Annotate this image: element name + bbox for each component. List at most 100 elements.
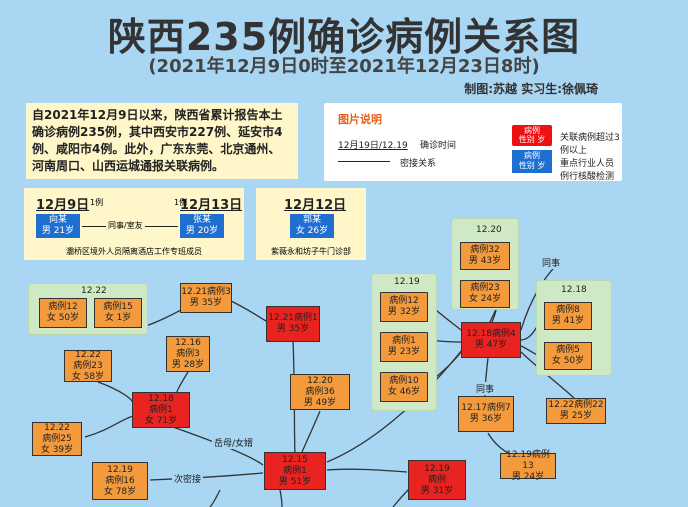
legend-date-sample: 12月19日/12.19: [338, 141, 408, 151]
card1-date-a: 12月9日: [36, 198, 90, 213]
case-info: 男 25岁: [559, 411, 593, 421]
case-date: 12.22: [75, 349, 101, 360]
case-name: 病例15: [103, 302, 133, 312]
case-name: 病例32: [470, 245, 500, 255]
legend-line-desc: 密接关系: [400, 159, 437, 169]
legend-blue-line2: 性别 岁: [518, 161, 546, 170]
case-info: 女 26岁: [295, 226, 329, 236]
case-name: 病例1: [149, 404, 173, 415]
case-name: 病例3: [176, 348, 200, 359]
case-name: 12.18病例4: [466, 329, 516, 339]
card2-footer: 紫薇永和坊子牛门诊部: [271, 247, 351, 256]
case-name: 病例10: [389, 376, 419, 386]
case-info: 女 50岁: [46, 313, 80, 323]
case-info: 男 21岁: [41, 226, 75, 236]
legend-red-box: 病例 性别 岁: [512, 125, 552, 146]
case-name: 张某: [192, 215, 211, 225]
card1-date-a-note: 1例: [90, 198, 104, 207]
label-colleague-2: 同事: [474, 382, 497, 395]
case-info: 男 36岁: [469, 414, 503, 424]
case-info: 男 28岁: [171, 359, 205, 370]
case-info: 男 49岁: [303, 397, 337, 408]
case-name: 病例23: [73, 360, 103, 371]
case-info: 男 23岁: [387, 347, 421, 357]
page-subtitle: (2021年12月9日0时至2021年12月23日8时): [148, 56, 540, 77]
case-name: 12.21病例3: [181, 287, 231, 297]
case-info: 女 71岁: [144, 415, 178, 426]
case-name: 12.22病例22: [548, 400, 604, 410]
case-name: 病例36: [305, 386, 335, 397]
case-name: 病例16: [105, 475, 135, 486]
legend-blue-box: 病例 性别 岁: [512, 150, 552, 173]
intro-text: 自2021年12月9日以来，陕西省累计报告本土确诊病例235例，其中西安市227…: [26, 103, 298, 179]
case-date: 12.19: [107, 464, 133, 475]
legend-blue-line1: 病例: [524, 151, 540, 160]
case-info: 男 41岁: [551, 316, 585, 326]
case-name: 病例1: [392, 336, 416, 346]
case-box-zhang: 张某 男 20岁: [180, 214, 224, 238]
case-box-guo: 郭某 女 26岁: [290, 214, 334, 238]
group-date: 12.18: [561, 285, 587, 295]
case-info: 男 24岁: [511, 471, 545, 482]
card1-footer: 灞桥区境外人员隔离酒店工作专班成员: [66, 247, 202, 256]
case-date: 12.18: [148, 393, 174, 404]
case-date: 12.16: [175, 337, 201, 348]
case-name: 病例25: [42, 433, 72, 444]
case-name: 病例1: [283, 465, 307, 476]
case-name: 12.17病例7: [461, 403, 511, 413]
case-name: 病例23: [470, 283, 500, 293]
case-info: 女 50岁: [551, 356, 585, 366]
case-name: 病例: [427, 474, 446, 485]
case-info: 女 39岁: [40, 444, 74, 455]
card1-date-b: 12月13日: [180, 198, 243, 213]
case-name: 病例8: [556, 305, 580, 315]
case-name: 病例5: [556, 345, 580, 355]
group-date: 12.22: [81, 286, 107, 296]
case-name: 12.21病例1: [268, 313, 318, 323]
legend-blue-desc: 重点行业人员例行核酸检测: [560, 159, 615, 182]
legend-panel: 图片说明 12月19日/12.19 确诊时间 病例 性别 岁 关联病例超过3例以…: [324, 103, 622, 182]
legend-red-desc: 关联病例超过3例以上: [560, 133, 620, 156]
case-date: 12.20: [307, 375, 333, 386]
case-info: 男 31岁: [420, 485, 454, 496]
case-name: 郭某: [302, 215, 321, 225]
case-date: 12.19: [424, 463, 450, 474]
case-info: 男 20岁: [185, 226, 219, 236]
case-info: 男 32岁: [387, 307, 421, 317]
case-date: 12.22: [44, 422, 70, 433]
legend-title: 图片说明: [338, 113, 382, 126]
label-inlaw: 岳母/女婿: [212, 436, 256, 449]
case-name: 向某: [48, 215, 67, 225]
card-first-cases: 12月9日 1例 12月13日 1例 向某 男 21岁 同事/室友 张某 男 2…: [24, 188, 244, 260]
case-info: 男 43岁: [468, 256, 502, 266]
group-date: 12.19: [394, 277, 420, 287]
case-box-xiang: 向某 男 21岁: [36, 214, 80, 238]
case-info: 女 78岁: [103, 486, 137, 497]
legend-date-label: 确诊时间: [420, 141, 457, 151]
card1-relation: 同事/室友: [106, 220, 145, 231]
case-name: 12.19病例13: [506, 449, 550, 471]
case-info: 女 1岁: [104, 313, 132, 323]
case-date: 12.15: [282, 454, 308, 465]
case-name: 病例12: [48, 302, 78, 312]
legend-red-line1: 病例: [524, 126, 540, 135]
